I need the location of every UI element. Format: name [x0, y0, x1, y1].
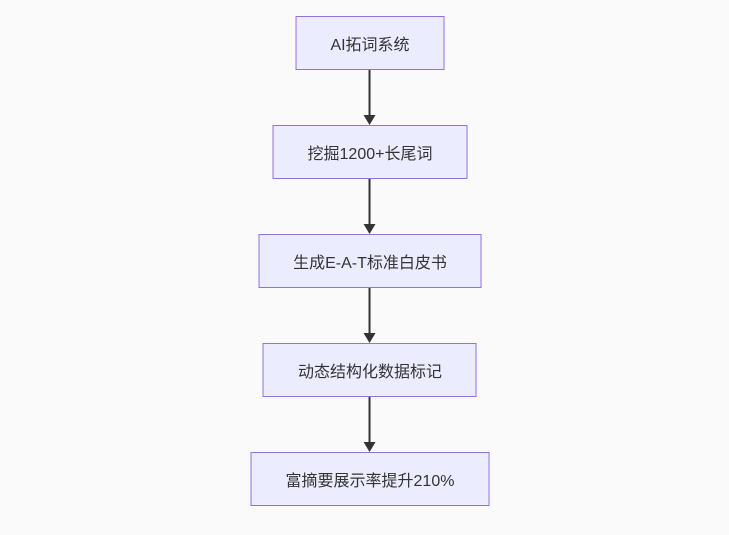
flow-node-label: 挖掘1200+长尾词: [307, 146, 433, 163]
arrow-line: [369, 288, 371, 333]
arrowhead-icon: [364, 115, 376, 125]
arrow-down: [364, 288, 376, 343]
arrowhead-icon: [364, 224, 376, 234]
arrow-down: [364, 397, 376, 452]
arrow-down: [364, 179, 376, 234]
arrow-line: [369, 70, 371, 115]
flow-node-rich-snippet-result: 富摘要展示率提升210%: [250, 452, 490, 506]
flow-node-label: 富摘要展示率提升210%: [285, 473, 455, 490]
flow-node-label: 生成E-A-T标准白皮书: [293, 255, 447, 272]
flow-node-structured-data: 动态结构化数据标记: [262, 343, 477, 397]
flowchart: AI拓词系统 挖掘1200+长尾词 生成E-A-T标准白皮书 动态结构化数据标记: [250, 16, 490, 506]
flow-node-ai-system: AI拓词系统: [295, 16, 445, 70]
flow-node-eat-whitepaper: 生成E-A-T标准白皮书: [258, 234, 482, 288]
flow-node-label: 动态结构化数据标记: [297, 364, 442, 381]
arrow-down: [364, 70, 376, 125]
arrowhead-icon: [364, 442, 376, 452]
arrow-line: [369, 397, 371, 442]
flow-node-label: AI拓词系统: [330, 37, 410, 54]
arrow-line: [369, 179, 371, 224]
flow-node-longtail-keywords: 挖掘1200+长尾词: [272, 125, 468, 179]
arrowhead-icon: [364, 333, 376, 343]
